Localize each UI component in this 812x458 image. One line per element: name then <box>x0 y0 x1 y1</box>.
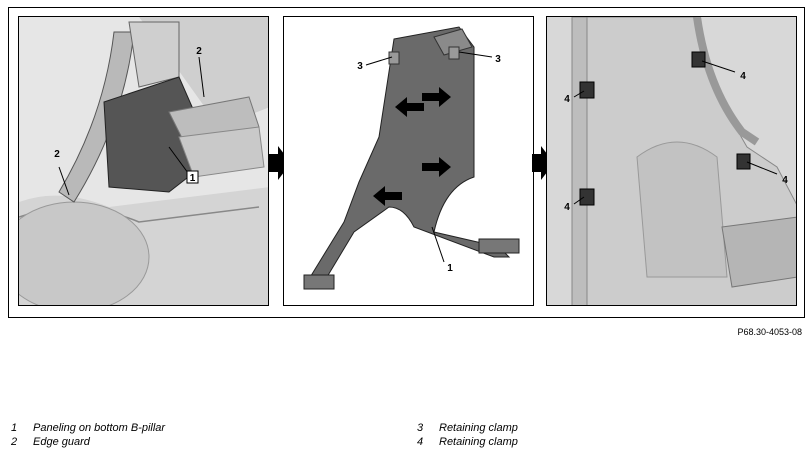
step-arrow-1-icon <box>269 146 291 180</box>
illustration-frame: 1 2 2 1 3 3 <box>8 7 805 318</box>
pillar-clamps-illustration: 4 4 4 4 <box>547 17 796 305</box>
legend-text: Edge guard <box>33 436 90 448</box>
removed-paneling-illustration: 1 3 3 <box>284 17 533 305</box>
callout-4a: 4 <box>564 94 570 105</box>
legend-right: 3 Retaining clamp 4 Retaining clamp <box>417 421 518 449</box>
step-arrow-2-icon <box>532 146 554 180</box>
legend-item: 3 Retaining clamp <box>417 421 518 435</box>
panel-removed-part-view: 1 3 3 <box>283 16 534 306</box>
legend-number: 3 <box>417 422 424 434</box>
callout-3b: 3 <box>495 54 501 65</box>
callout-1: 1 <box>190 173 196 184</box>
callout-4d: 4 <box>782 175 788 186</box>
legend-item: 4 Retaining clamp <box>417 435 518 449</box>
installed-paneling-illustration: 1 2 2 <box>19 17 268 305</box>
callout-4b: 4 <box>564 202 570 213</box>
callout-2b: 2 <box>54 149 60 160</box>
legend-text: Retaining clamp <box>439 436 518 448</box>
panel-pillar-clamps-view: 4 4 4 4 <box>546 16 797 306</box>
legend-item: 2 Edge guard <box>11 435 165 449</box>
figure-reference: P68.30-4053-08 <box>737 327 802 337</box>
callout-1: 1 <box>447 263 453 274</box>
legend-left: 1 Paneling on bottom B-pillar 2 Edge gua… <box>11 421 165 449</box>
callout-2a: 2 <box>196 46 202 57</box>
legend-text: Retaining clamp <box>439 422 518 434</box>
callout-4c: 4 <box>740 71 746 82</box>
legend-number: 2 <box>11 436 18 448</box>
legend-item: 1 Paneling on bottom B-pillar <box>11 421 165 435</box>
legend-number: 4 <box>417 436 424 448</box>
legend-text: Paneling on bottom B-pillar <box>33 422 166 434</box>
legend-number: 1 <box>11 422 18 434</box>
callout-3a: 3 <box>357 61 363 72</box>
panel-installed-view: 1 2 2 <box>18 16 269 306</box>
